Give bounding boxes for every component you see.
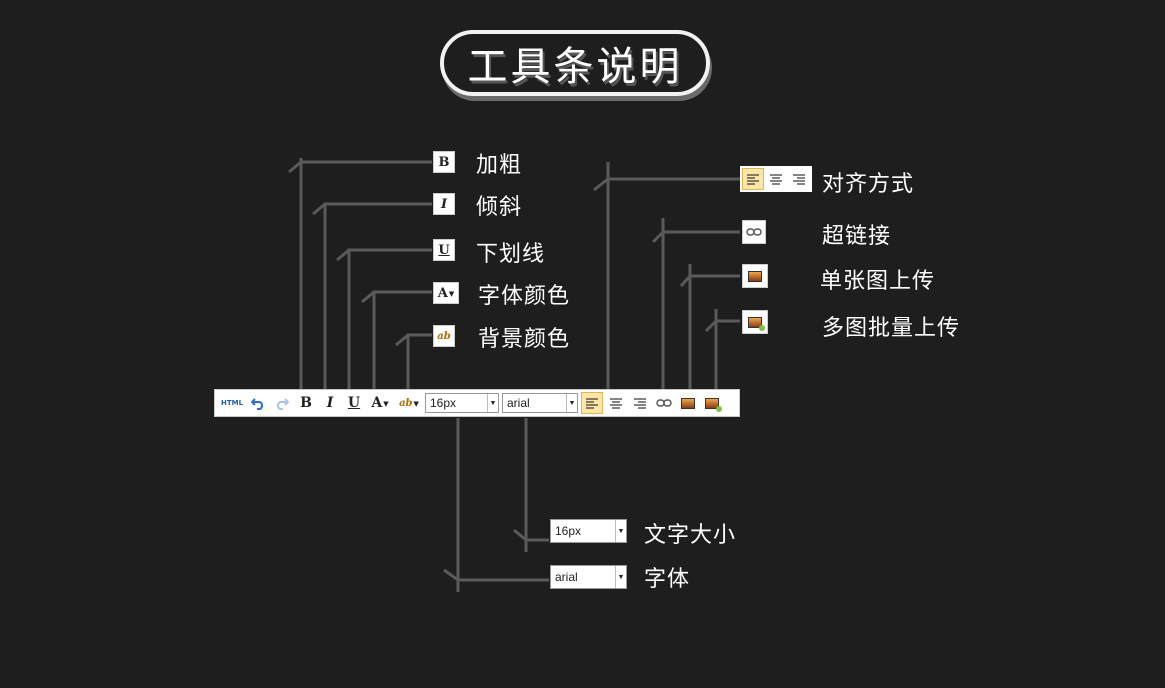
link-icon [656, 399, 672, 407]
link-legend-label: 超链接 [822, 224, 892, 249]
multi-image-legend-label: 多图批量上传 [822, 316, 961, 341]
title-badge: 工具条说明 [440, 30, 710, 96]
align-legend-icons [740, 166, 812, 192]
chevron-down-icon: ▼ [413, 398, 419, 408]
font-size-legend-select: 16px ▼ [550, 519, 627, 543]
align-right-icon [634, 398, 646, 409]
redo-button[interactable] [271, 392, 293, 414]
align-left-icon [586, 398, 598, 409]
underline-button[interactable]: U [347, 395, 361, 411]
bg-color-button[interactable]: ab▼ [395, 392, 423, 414]
italic-legend-icon: I [433, 193, 455, 215]
font-size-value: 16px [430, 396, 457, 410]
underline-legend-icon: U [433, 239, 455, 261]
font-family-value: arial [507, 396, 530, 410]
undo-button[interactable] [247, 392, 269, 414]
multi-image-icon [705, 397, 722, 412]
font-color-icon: A [437, 285, 448, 301]
underline-icon: U [438, 242, 450, 258]
multi-image-button[interactable] [701, 392, 723, 414]
font-size-legend-label: 文字大小 [644, 523, 737, 548]
chevron-down-icon: ▼ [615, 566, 626, 588]
align-left-button[interactable] [581, 392, 603, 414]
chevron-down-icon: ▼ [448, 288, 455, 298]
single-image-legend-label: 单张图上传 [820, 269, 936, 294]
font-family-legend-select: arial ▼ [550, 565, 627, 589]
highlight-icon: ab [437, 330, 451, 342]
font-family-legend-value: arial [555, 570, 578, 584]
chevron-down-icon: ▼ [487, 394, 498, 412]
multi-image-icon [742, 310, 768, 334]
italic-legend-label: 倾斜 [476, 195, 523, 220]
align-right-button[interactable] [629, 392, 651, 414]
image-icon [681, 397, 695, 409]
font-color-legend-label: 字体颜色 [478, 284, 571, 309]
redo-icon [276, 398, 289, 410]
html-source-button[interactable]: HTML [220, 399, 244, 407]
bold-legend-icon: B [433, 151, 455, 173]
align-center-icon [610, 398, 622, 409]
italic-icon: I [440, 196, 448, 212]
highlight-icon: ab [399, 397, 413, 409]
single-image-button[interactable] [677, 392, 699, 414]
font-color-button[interactable]: A▼ [367, 392, 393, 414]
underline-legend-label: 下划线 [476, 242, 546, 267]
italic-button[interactable]: I [326, 395, 334, 411]
chevron-down-icon: ▼ [566, 394, 577, 412]
bg-color-legend-label: 背景颜色 [478, 327, 571, 352]
bold-legend-label: 加粗 [476, 153, 523, 178]
chevron-down-icon: ▼ [383, 398, 389, 408]
font-size-legend-value: 16px [555, 524, 582, 538]
link-button[interactable] [653, 392, 675, 414]
align-right-icon [788, 168, 810, 190]
page-title: 工具条说明 [467, 44, 683, 90]
font-family-select[interactable]: arial ▼ [502, 393, 578, 413]
align-center-button[interactable] [605, 392, 627, 414]
bold-icon: B [438, 154, 450, 170]
font-size-select[interactable]: 16px ▼ [425, 393, 499, 413]
link-icon [742, 220, 766, 244]
font-color-icon: A [371, 395, 383, 411]
bg-color-legend-icon: ab [433, 325, 455, 347]
editor-toolbar: HTML B I U A▼ ab▼ 16px ▼ arial ▼ [214, 389, 740, 417]
undo-icon [251, 398, 264, 410]
align-center-icon [765, 168, 787, 190]
align-left-icon [742, 168, 764, 190]
image-icon [742, 264, 768, 288]
align-legend-label: 对齐方式 [822, 172, 915, 197]
bold-button[interactable]: B [300, 395, 312, 411]
font-family-legend-label: 字体 [644, 567, 691, 592]
font-color-legend-icon: A▼ [433, 282, 459, 304]
chevron-down-icon: ▼ [615, 520, 626, 542]
